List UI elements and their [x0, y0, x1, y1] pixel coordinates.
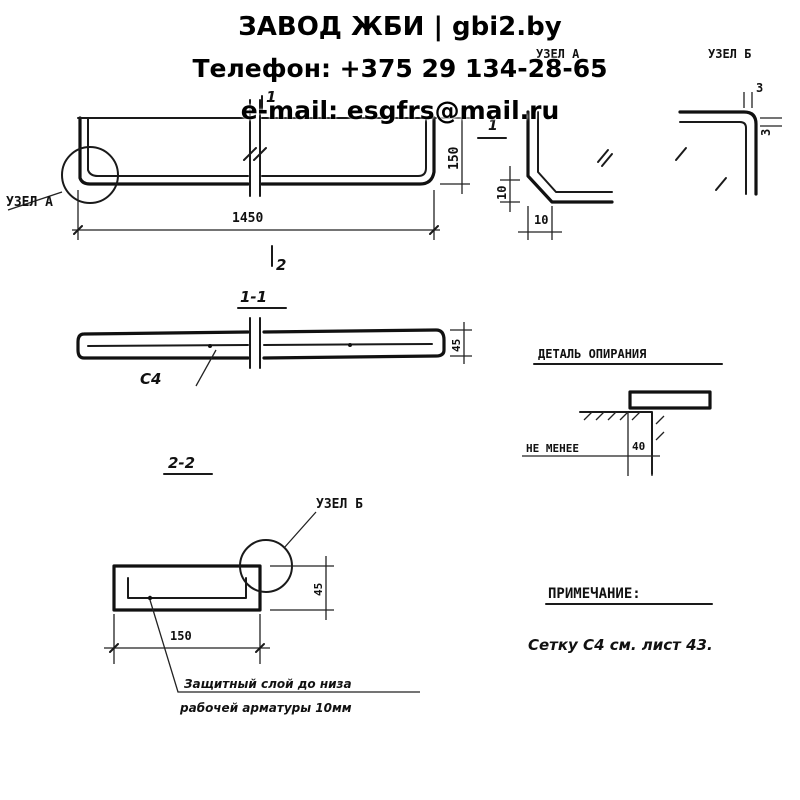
section-2-2-bar-dot — [147, 595, 153, 601]
section-1-1-break-lines — [249, 317, 261, 369]
not-less-label: НЕ МЕНЕЕ — [526, 442, 579, 455]
support-detail: ДЕТАЛЬ ОПИРАНИЯ НЕ МЕНЕЕ 40 — [522, 347, 723, 476]
elevation-break-lines — [249, 99, 261, 197]
dim-45-lines — [450, 322, 472, 364]
node-b-detail: УЗЕЛ Б 3 3 — [675, 47, 782, 196]
section-marker-2: 2 — [276, 256, 286, 274]
node-a-circle — [61, 146, 119, 204]
dim-40: 40 — [632, 440, 645, 453]
dim-10-a: 10 — [495, 186, 509, 200]
node-a-leader — [7, 191, 63, 211]
dim-150-vertical: 150 — [447, 146, 462, 170]
section-2-2-title: 2-2 — [168, 454, 195, 472]
section-1-1-bar-dot — [348, 343, 352, 347]
dim-3-side-lines — [760, 117, 782, 127]
dim-150-vertical-lines — [440, 108, 470, 194]
support-slab — [628, 390, 712, 410]
support-title: ДЕТАЛЬ ОПИРАНИЯ — [538, 347, 646, 361]
header-phone: Телефон: +375 29 134-28-65 — [192, 54, 608, 83]
mesh-leader — [195, 349, 217, 387]
node-b-detail-rebar — [679, 121, 747, 195]
dim-10-b-lines — [518, 206, 562, 240]
section-1-1-slab — [76, 328, 446, 360]
cover-note-leader — [149, 599, 420, 693]
dim-45: 45 — [450, 339, 463, 352]
node-a-detail-rebar — [537, 111, 613, 193]
dim-10-a-lines — [500, 166, 520, 212]
section-2-2-outline — [112, 564, 262, 612]
dim-1450-ticks — [73, 225, 439, 235]
dim-3-top-lines — [743, 92, 753, 108]
elevation-bottom-right — [260, 116, 436, 186]
node-b-detail-title: УЗЕЛ Б — [708, 47, 751, 61]
elevation-break-marks — [243, 147, 267, 161]
note-block: ПРИМЕЧАНИЕ: Сетку С4 см. лист 43. — [528, 586, 713, 654]
cover-note-line2: рабочей арматуры 10мм — [179, 701, 352, 715]
section-marker-1: 1 — [266, 88, 276, 106]
dim-150-section-lines — [104, 614, 270, 664]
node-a-detail-title: УЗЕЛ А — [536, 47, 580, 61]
dim-45-section: 45 — [312, 583, 325, 596]
elevation-inner-left — [87, 117, 249, 177]
dim-3-side: 3 — [759, 129, 773, 136]
node-a-detail-outer — [526, 110, 614, 204]
note-text: Сетку С4 см. лист 43. — [528, 636, 713, 654]
mesh-label: С4 — [140, 370, 161, 388]
section-1-1: 1-1 45 С4 — [76, 288, 472, 388]
dim-40-lines — [522, 412, 660, 476]
dim-45-section-lines — [270, 556, 334, 620]
section-2-2-rebar — [127, 577, 247, 599]
node-b-detail-break — [675, 147, 727, 191]
dim-150-section: 150 — [170, 629, 192, 643]
cover-note-line1: Защитный слой до низа — [184, 677, 352, 691]
node-a-label: УЗЕЛ А — [6, 195, 53, 210]
header-title: ЗАВОД ЖБИ | gbi2.by — [238, 12, 562, 42]
elevation-inner-right — [261, 117, 427, 177]
node-a-detail-break — [597, 149, 613, 167]
detail-marker-1: 1 — [488, 118, 498, 134]
header-email: e-mail: esgfrs@mail.ru — [240, 96, 560, 125]
support-hatch — [583, 411, 665, 441]
section-1-1-bar-dot — [208, 344, 212, 348]
dim-10-b: 10 — [534, 213, 548, 227]
elevation-bottom-left — [78, 116, 250, 186]
main-elevation: 1 УЗЕЛ А 150 1450 2 — [6, 88, 470, 274]
dim-1450-lines — [72, 190, 440, 240]
section-1-1-mesh — [87, 343, 433, 347]
node-a-detail: УЗЕЛ А 10 10 1 — [477, 47, 614, 240]
note-title: ПРИМЕЧАНИЕ: — [548, 586, 641, 602]
section-1-1-title: 1-1 — [240, 288, 267, 306]
node-b-leader — [283, 511, 317, 549]
section-2-2: 2-2 УЗЕЛ Б 45 150 Защитный слой до низа … — [104, 454, 420, 715]
dim-3-top: 3 — [756, 81, 763, 95]
node-b-detail-outer — [678, 110, 758, 196]
node-b-label: УЗЕЛ Б — [316, 497, 363, 512]
dim-150-section-ticks — [109, 643, 265, 653]
dim-1450: 1450 — [232, 211, 263, 226]
